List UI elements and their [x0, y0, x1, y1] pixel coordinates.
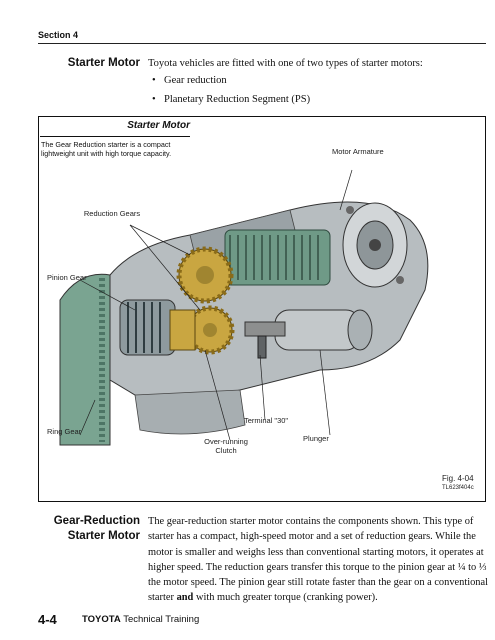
gear-reduction-body: The gear-reduction starter motor contain… — [148, 514, 488, 606]
pinion-and-clutch-illustration — [119, 299, 196, 356]
body-text-part: with much greater torque (cranking power… — [195, 592, 378, 604]
reduction-gears-callout: Reduction Gears — [83, 209, 141, 218]
overrunning-clutch-callout: Over-running Clutch — [204, 437, 248, 455]
terminal-30-callout: Terminal "30" — [244, 416, 289, 425]
gear-reduction-heading: Gear-Reduction Starter Motor — [53, 515, 140, 542]
footer-brand: TOYOTA Technical Training — [82, 614, 199, 625]
motor-armature-callout: Motor Armature — [332, 147, 384, 156]
plunger-solenoid-illustration — [244, 309, 373, 359]
starter-types-list: • Gear reduction • Planetary Reduction Seg… — [152, 73, 310, 111]
ring-gear-callout: Ring Gear — [47, 427, 82, 436]
starter-motor-heading: Starter Motor — [67, 57, 140, 69]
starter-motor-cutaway-illustration — [59, 169, 429, 446]
motor-armature-illustration — [224, 229, 331, 286]
ring-gear-illustration — [59, 273, 111, 446]
figure-code: TL623f404c — [442, 485, 474, 491]
figure-title: Starter Motor — [127, 120, 190, 131]
list-item: • Gear reduction — [152, 73, 310, 92]
figure-number: Fig. 4-04 — [442, 474, 474, 483]
bullet-icon: • — [152, 94, 156, 105]
figure-title-rule — [40, 136, 190, 137]
bullet-icon: • — [152, 75, 156, 86]
header-rule — [38, 43, 486, 44]
starter-motor-intro: Toyota vehicles are fitted with one of t… — [148, 58, 423, 69]
reduction-gears-illustration — [176, 246, 235, 355]
pinion-gear-callout: Pinion Gear — [47, 273, 87, 282]
section-label: Section 4 — [38, 30, 79, 40]
body-text-part: The gear-reduction starter motor contain… — [148, 516, 488, 604]
bullet-text: Planetary Reduction Segment (PS) — [164, 94, 311, 105]
brand-subtitle: Technical Training — [123, 614, 200, 625]
plunger-callout: Plunger — [303, 434, 329, 443]
brand-name: TOYOTA — [82, 614, 121, 625]
body-bold-word: and — [176, 592, 194, 604]
motor-end-cap — [342, 202, 408, 288]
bullet-text: Gear reduction — [164, 75, 227, 86]
page-number: 4-4 — [38, 612, 57, 627]
callout-leader-lines — [79, 169, 353, 441]
figure-caption: The Gear Reduction starter is a compact … — [41, 140, 172, 158]
list-item: • Planetary Reduction Segment (PS) — [152, 92, 310, 111]
